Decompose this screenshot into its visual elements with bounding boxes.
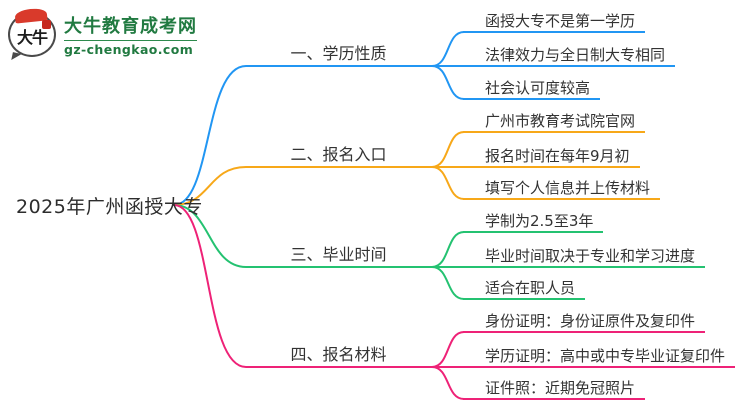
leaf-node: 社会认可度较高 xyxy=(463,78,601,100)
branch1-leaf3-line xyxy=(431,65,465,100)
branch-node-3: 三、毕业时间 xyxy=(290,245,387,264)
branch1-trunk-line xyxy=(173,65,433,206)
logo-bull-icon: 大牛 xyxy=(8,7,56,62)
branch3-leaf1-line xyxy=(431,231,465,268)
branch4-leaf1-line xyxy=(431,331,465,368)
leaf-node: 法律效力与全日制大专相同 xyxy=(463,45,676,67)
root-node: 2025年广州函授大专 xyxy=(16,196,203,218)
leaf-node: 函授大专不是第一学历 xyxy=(463,11,646,33)
site-name: 大牛教育成考网 xyxy=(64,12,197,41)
branch4-leaf3-line xyxy=(431,366,465,400)
branch2-leaf3-line xyxy=(431,166,465,200)
branch3-leaf3-line xyxy=(431,266,465,300)
leaf-node: 广州市教育考试院官网 xyxy=(463,111,646,133)
leaf-node: 学制为2.5至3年 xyxy=(463,211,604,233)
branch-node-2: 二、报名入口 xyxy=(290,145,387,164)
branch1-leaf1-line xyxy=(431,31,465,67)
branch2-leaf1-line xyxy=(431,131,465,168)
leaf-node: 报名时间在每年9月初 xyxy=(463,146,640,168)
leaf-node: 身份证明：身份证原件及复印件 xyxy=(463,311,706,333)
site-logo: 大牛 大牛教育成考网 gz-chengkao.com xyxy=(8,7,197,62)
logo-icon-text: 大牛 xyxy=(16,28,48,47)
branch4-trunk-line xyxy=(173,204,433,368)
branch3-trunk-line xyxy=(173,204,433,268)
logo-bubble-tail xyxy=(11,52,22,62)
branch-node-4: 四、报名材料 xyxy=(290,345,387,364)
leaf-node: 证件照：近期免冠照片 xyxy=(463,378,646,400)
branch-node-1: 一、学历性质 xyxy=(290,44,387,63)
logo-text-block: 大牛教育成考网 gz-chengkao.com xyxy=(64,12,197,57)
leaf-node: 适合在职人员 xyxy=(463,278,586,300)
leaf-node: 填写个人信息并上传材料 xyxy=(463,178,661,200)
site-url: gz-chengkao.com xyxy=(64,42,194,57)
logo-seal-icon xyxy=(42,20,51,29)
leaf-node: 学历证明：高中或中专毕业证复印件 xyxy=(463,346,736,368)
branch2-trunk-line xyxy=(173,166,433,206)
leaf-node: 毕业时间取决于专业和学习进度 xyxy=(463,246,706,268)
